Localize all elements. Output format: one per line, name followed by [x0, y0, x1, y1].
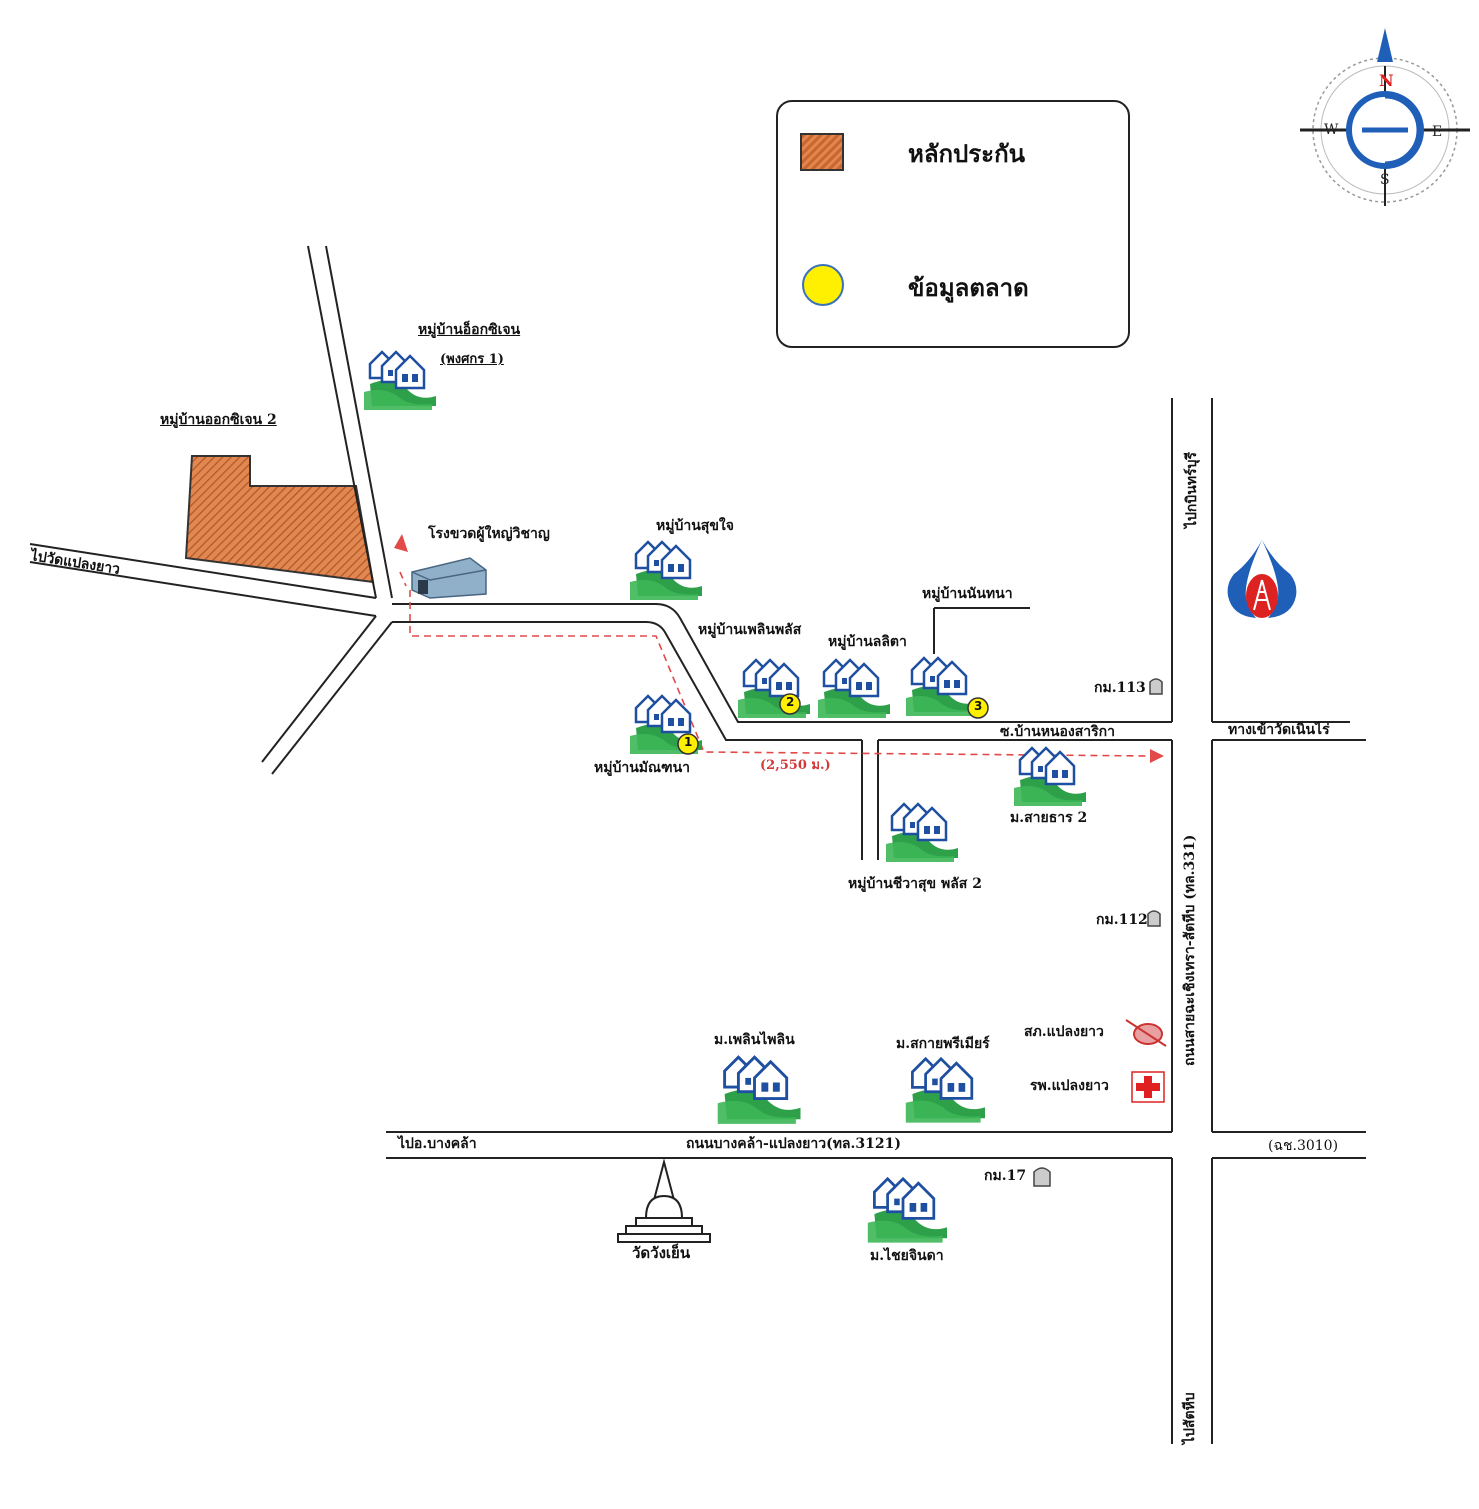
label-saitarn2: ม.สายธาร 2	[1010, 810, 1088, 826]
label-lalita: หมู่บ้านลลิตา	[828, 634, 907, 650]
roads	[29, 245, 1366, 1444]
label-oxygen1: หมู่บ้านอ็อกซิเจน	[418, 322, 521, 338]
village-icon-sukjai[interactable]	[628, 540, 704, 602]
compass-rose-icon: N S W E	[1300, 28, 1470, 206]
km-marker-17: กม.17	[984, 1168, 1027, 1184]
village-icon-ploenploen[interactable]	[716, 1055, 802, 1126]
label-nanthana: หมู่บ้านนันทนา	[922, 586, 1013, 602]
village-icon-saitarn2[interactable]	[1012, 746, 1088, 808]
hospital-icon[interactable]	[1131, 1071, 1165, 1103]
label-hospital: รพ.แปลงยาว	[1030, 1078, 1109, 1094]
label-ploenplus: หมู่บ้านเพลินพลัส	[698, 622, 802, 638]
road-label-to-sattahip: ไปสัตหีบ	[1182, 1392, 1198, 1444]
label-ploenploen: ม.เพลินไพลิน	[714, 1032, 795, 1048]
police-station-icon[interactable]	[1125, 1019, 1167, 1047]
market-marker-3[interactable]	[967, 697, 989, 719]
svg-text:E: E	[1432, 124, 1442, 140]
label-police: สภ.แปลงยาว	[1024, 1024, 1104, 1040]
svg-text:S: S	[1380, 172, 1390, 188]
label-sukjai: หมู่บ้านสุขใจ	[656, 518, 734, 534]
village-icon-chaijinda[interactable]	[866, 1177, 949, 1244]
route-arrow-start	[394, 534, 408, 552]
label-watwangyen: วัดวังเย็น	[632, 1244, 691, 1262]
village-icon-sakai[interactable]	[904, 1057, 987, 1124]
road-label-bangkhla-road: ถนนบางคล้า-แปลงยาว(ทล.3121)	[686, 1136, 901, 1152]
road-label-main-highway: ถนนสายฉะเชิงเทรา-สัตหีบ (ทล.331)	[1182, 834, 1198, 1066]
label-chewasuk2: หมู่บ้านชีวาสุข พลัส 2	[848, 876, 982, 892]
road-label-to-bangkhla: ไปอ.บางคล้า	[398, 1136, 477, 1152]
factory-building[interactable]	[411, 557, 487, 599]
market-marker-1[interactable]	[677, 733, 699, 755]
market-marker-2[interactable]	[779, 693, 801, 715]
road-label-soi-nongsarika: ซ.บ้านหนองสาริกา	[1000, 724, 1116, 740]
legend-market-label: ข้อมูลตลาด	[908, 274, 1029, 302]
village-icon-nanthana[interactable]	[904, 656, 980, 718]
legend-collateral-label: หลักประกัน	[908, 140, 1026, 168]
road-label-to-prachinburi: ไปกบินทร์บุรี	[1184, 451, 1200, 528]
km-marker-113: กม.113	[1094, 680, 1146, 696]
road-label-to-wat-noenrai: ทางเข้าวัดเนินไร่	[1228, 722, 1330, 738]
legend-market-swatch	[802, 264, 844, 306]
label-chaijinda: ม.ไชยจินดา	[870, 1248, 944, 1264]
km-post-icon	[1033, 678, 1163, 1187]
collateral-parcel[interactable]	[184, 455, 375, 584]
label-oxygen2: หมู่บ้านออกซิเจน 2	[160, 412, 277, 428]
legend-collateral-swatch	[800, 133, 844, 171]
label-manthana: หมู่บ้านมัณฑนา	[594, 760, 691, 776]
route-arrow-end	[1150, 749, 1164, 763]
km-marker-112: กม.112	[1096, 912, 1148, 928]
market-marker-2-label: 2	[786, 695, 795, 709]
village-icon-lalita[interactable]	[816, 658, 892, 720]
route-distance-label: (2,550 ม.)	[760, 758, 831, 773]
label-sakai: ม.สกายพรีเมียร์	[896, 1036, 990, 1052]
route-path	[399, 571, 1151, 757]
svg-text:W: W	[1324, 122, 1339, 138]
market-marker-1-label: 1	[684, 735, 693, 749]
map-legend: หลักประกัน ข้อมูลตลาด	[776, 100, 1130, 348]
village-icon-oxygen1[interactable]	[362, 350, 438, 412]
temple-icon[interactable]	[617, 1158, 711, 1243]
village-icon-chewasuk2[interactable]	[884, 802, 960, 864]
gas-station-logo[interactable]	[1226, 540, 1298, 620]
market-marker-3-label: 3	[974, 699, 983, 713]
road-label-route-3010: (ฉช.3010)	[1268, 1138, 1339, 1154]
svg-text:N: N	[1379, 71, 1394, 90]
label-factory: โรงขวดผู้ใหญ่วิชาญ	[428, 526, 550, 542]
label-oxygen1-sub: (พงศกร 1)	[440, 352, 504, 367]
